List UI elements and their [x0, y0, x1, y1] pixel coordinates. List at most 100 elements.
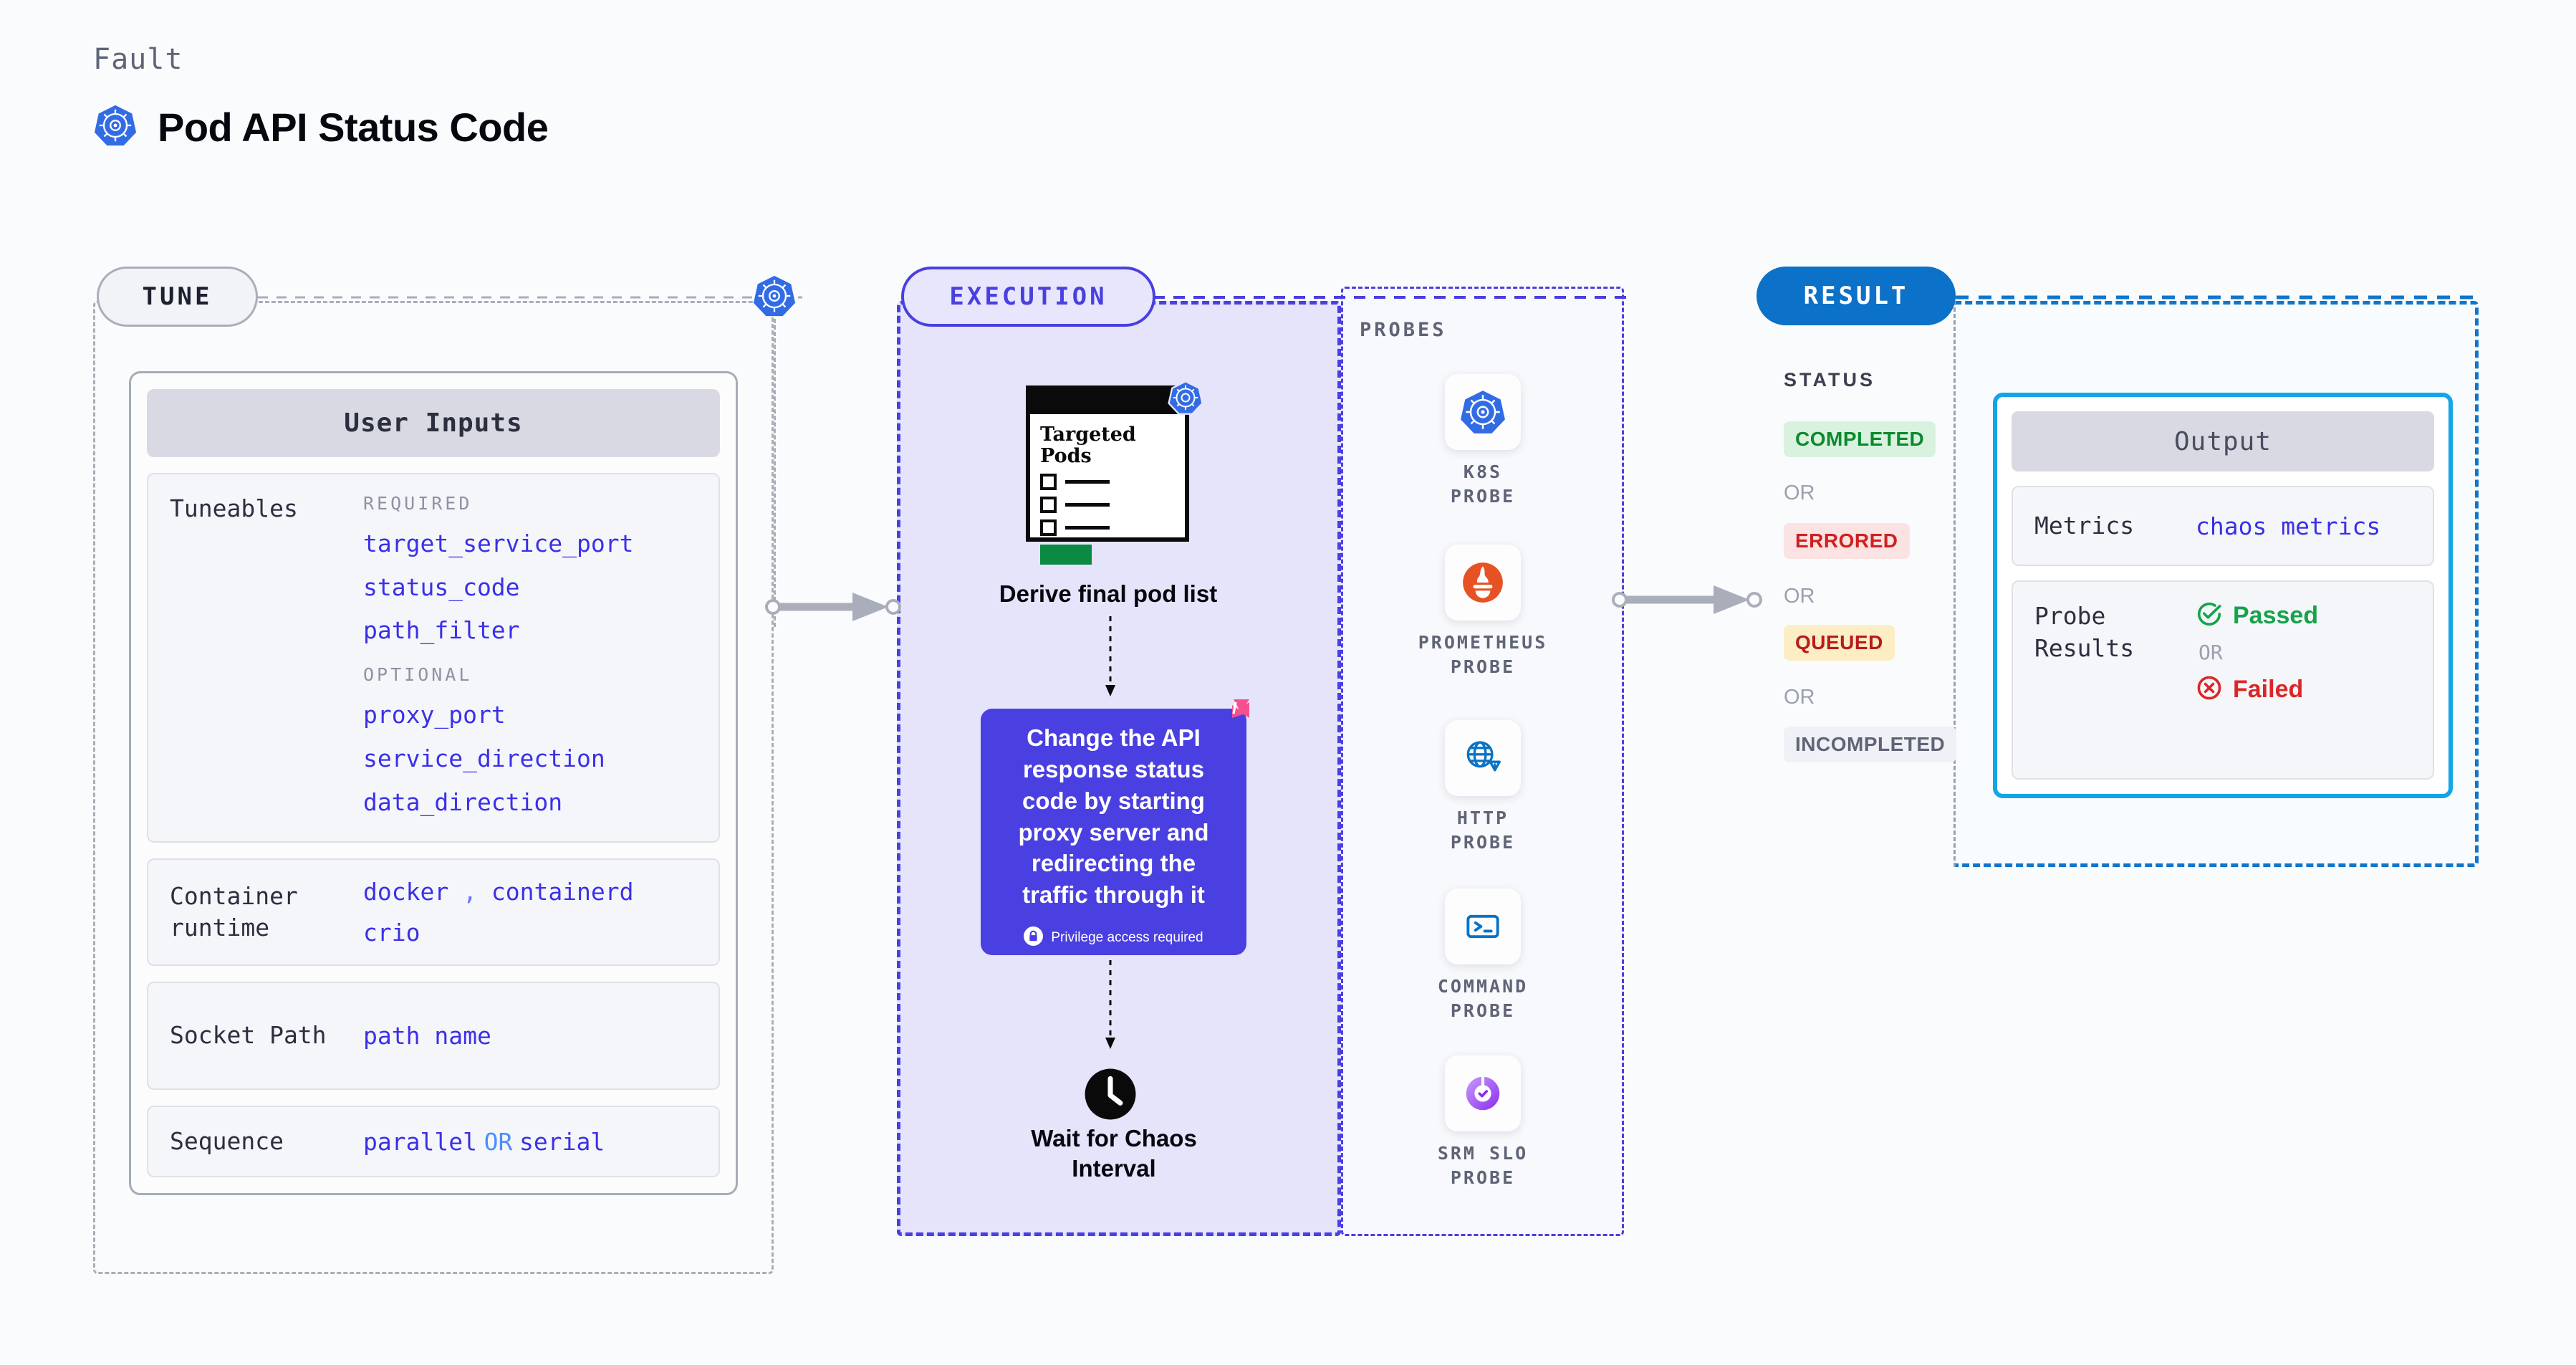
- sequence-serial[interactable]: serial: [519, 1127, 605, 1156]
- probe-prometheus[interactable]: PROMETHEUS PROBE: [1418, 545, 1545, 679]
- kubernetes-icon: [1168, 380, 1203, 418]
- kubernetes-icon: [1445, 374, 1521, 450]
- runtime-docker[interactable]: docker: [363, 877, 449, 906]
- status-badge-incompleted: INCOMPLETED: [1784, 727, 1957, 762]
- container-runtime-values: docker , containerd crio: [363, 874, 634, 951]
- probe-verdicts: Passed OR Failed: [2196, 600, 2318, 760]
- execution-top-dashed-line: [1153, 296, 1630, 299]
- pods-list-item: [1040, 519, 1175, 537]
- probe-k8s[interactable]: K8S PROBE: [1426, 374, 1540, 509]
- page-header: Fault Pod API Status Code: [93, 43, 549, 150]
- tune-pill[interactable]: TUNE: [97, 267, 258, 327]
- output-panel: Output Metrics chaos metrics Probe Resul…: [1993, 393, 2453, 798]
- page-title: Pod API Status Code: [158, 104, 549, 150]
- probe-label: PROMETHEUS PROBE: [1418, 632, 1548, 677]
- probe-label: HTTP PROBE: [1450, 808, 1516, 853]
- probe-label: K8S PROBE: [1450, 461, 1516, 507]
- checkbox-icon: [1040, 474, 1057, 491]
- socket-path-value[interactable]: path name: [363, 1022, 491, 1050]
- user-inputs-card: User Inputs Tuneables REQUIRED target_se…: [129, 371, 738, 1195]
- container-runtime-label: Container runtime: [170, 881, 298, 942]
- prometheus-icon: [1445, 545, 1521, 621]
- tuneables-values: REQUIRED target_service_port status_code…: [363, 493, 634, 823]
- status-or-1: OR: [1784, 482, 1815, 504]
- tune-k8s-vertical-line: [774, 319, 776, 627]
- required-group-label: REQUIRED: [363, 492, 473, 514]
- action-card: Change the API response status code by s…: [981, 709, 1246, 955]
- tuneable-proxy-port[interactable]: proxy_port: [363, 701, 506, 729]
- probe-http[interactable]: HTTP PROBE: [1426, 720, 1540, 855]
- status-column: [1756, 301, 1956, 867]
- output-title: Output: [2012, 411, 2434, 471]
- verdict-failed: Failed: [2196, 674, 2318, 704]
- socket-path-row: Socket Path path name: [147, 982, 720, 1090]
- action-card-text: Change the API response status code by s…: [1018, 724, 1209, 909]
- checkbox-icon: [1040, 519, 1057, 537]
- x-circle-icon: [2196, 674, 2223, 704]
- verdict-passed: Passed: [2196, 600, 2318, 631]
- passed-label: Passed: [2233, 601, 2319, 629]
- check-circle-icon: [2196, 600, 2223, 631]
- pods-list-item: [1040, 474, 1175, 491]
- pods-card-title: Targeted Pods: [1040, 423, 1136, 468]
- lock-icon: [1024, 926, 1044, 949]
- tune-to-execution-connector: [765, 593, 901, 621]
- derive-final-pod-list-label: Derive final pod list: [999, 580, 1218, 607]
- container-runtime-row: Container runtime docker , containerd cr…: [147, 858, 720, 967]
- pods-card-titlebar: [1030, 390, 1185, 414]
- probe-srm-slo[interactable]: SRM SLO PROBE: [1426, 1055, 1540, 1190]
- status-badge-errored: ERRORED: [1784, 523, 1910, 559]
- runtime-containerd[interactable]: containerd: [491, 877, 634, 906]
- tuneable-path-filter[interactable]: path_filter: [363, 616, 520, 645]
- probe-label: SRM SLO PROBE: [1437, 1143, 1529, 1188]
- metrics-row: Metrics chaos metrics: [2012, 486, 2434, 566]
- probe-command[interactable]: COMMAND PROBE: [1426, 889, 1540, 1023]
- verdict-or: OR: [2198, 641, 2223, 664]
- tune-pill-label: TUNE: [142, 282, 213, 311]
- runtime-separator: ,: [463, 877, 477, 906]
- optional-group-label: OPTIONAL: [363, 664, 473, 685]
- tuneable-service-direction[interactable]: service_direction: [363, 744, 605, 772]
- list-dash: [1065, 503, 1110, 507]
- sequence-or: OR: [484, 1127, 513, 1156]
- clock-icon: [1084, 1068, 1137, 1124]
- metrics-value[interactable]: chaos metrics: [2196, 512, 2381, 540]
- probe-results-label: Probe Results: [2034, 602, 2135, 662]
- sequence-label: Sequence: [170, 1126, 284, 1155]
- status-badge-queued: QUEUED: [1784, 625, 1895, 661]
- privilege-note-text: Privilege access required: [1051, 929, 1203, 945]
- runtime-crio[interactable]: crio: [363, 919, 420, 947]
- targeted-pods-card: Targeted Pods: [1026, 385, 1189, 565]
- wait-for-chaos-interval-label: Wait for Chaos Interval: [1031, 1125, 1197, 1182]
- probe-label: COMMAND PROBE: [1437, 976, 1529, 1021]
- tuneable-data-direction[interactable]: data_direction: [363, 787, 563, 816]
- tuneables-section: Tuneables REQUIRED target_service_port s…: [147, 472, 720, 843]
- metrics-label: Metrics: [2034, 511, 2135, 540]
- pods-list-item: [1040, 497, 1175, 514]
- result-pill[interactable]: RESULT: [1756, 267, 1956, 325]
- harness-logo-icon: [1212, 696, 1252, 739]
- list-dash: [1065, 480, 1110, 484]
- probe-results-row: Probe Results Passed OR: [2012, 580, 2434, 780]
- pods-card-body: Targeted Pods: [1030, 414, 1185, 565]
- kubernetes-icon: [93, 103, 138, 150]
- kubernetes-icon: [752, 274, 797, 321]
- action-to-wait-arrow: [1105, 960, 1115, 1049]
- status-badge-completed: COMPLETED: [1784, 421, 1936, 457]
- execution-pill-label: EXECUTION: [949, 282, 1107, 311]
- privilege-note-row: Privilege access required: [1024, 926, 1203, 949]
- execution-pill[interactable]: EXECUTION: [901, 267, 1155, 327]
- sequence-parallel[interactable]: parallel: [363, 1127, 477, 1156]
- terminal-icon: [1445, 889, 1521, 964]
- failed-label: Failed: [2233, 675, 2304, 703]
- slo-donut-icon: [1445, 1055, 1521, 1131]
- tune-top-dashed-line: [258, 296, 802, 299]
- checkbox-icon: [1040, 497, 1057, 514]
- tuneable-target-service-port[interactable]: target_service_port: [363, 529, 634, 557]
- tuneable-status-code[interactable]: status_code: [363, 573, 520, 601]
- tuneables-label: Tuneables: [170, 494, 298, 522]
- user-inputs-title: User Inputs: [147, 389, 720, 457]
- execution-to-result-connector: [1612, 585, 1762, 614]
- sequence-values: parallel OR serial: [363, 1128, 605, 1156]
- result-top-dashed-line: [1956, 295, 2479, 300]
